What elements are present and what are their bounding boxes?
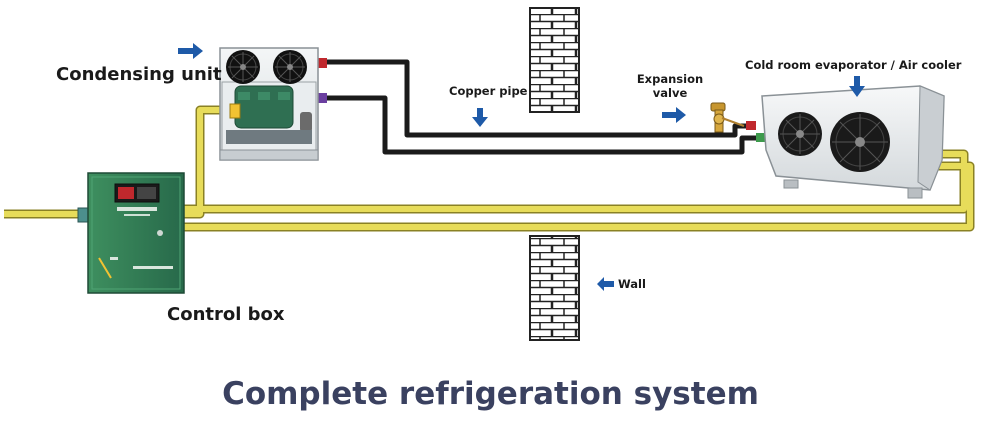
copper-pipe <box>326 59 758 155</box>
arrow-down-icon <box>472 108 488 127</box>
arrow-right-icon <box>662 107 686 123</box>
arrow-right-icon <box>178 43 203 59</box>
evaporator-unit <box>761 85 945 199</box>
expansion-valve-label-line2: valve <box>652 86 688 100</box>
arrow-down-icon <box>849 76 865 97</box>
condensing-unit <box>219 47 319 161</box>
pipe-fitting <box>756 133 766 142</box>
cable-gland <box>77 207 89 223</box>
page-title: Complete refrigeration system <box>222 376 759 412</box>
evaporator-label: Cold room evaporator / Air cooler <box>745 58 962 72</box>
brick-wall-icon <box>529 235 580 341</box>
condensing-unit-label: Condensing unit <box>56 64 222 85</box>
power-cable <box>4 105 975 232</box>
fan-icon <box>273 50 307 84</box>
control-box <box>87 172 185 294</box>
wall-label: Wall <box>618 277 646 291</box>
brick-wall-icon <box>529 7 580 113</box>
pipe-fitting <box>746 121 756 130</box>
expansion-valve-label: Expansion valve <box>635 72 705 100</box>
pipe-fitting <box>317 93 327 103</box>
fan-icon <box>778 112 822 156</box>
fan-icon <box>830 112 890 172</box>
control-box-label: Control box <box>167 304 285 325</box>
arrow-left-icon <box>597 277 614 291</box>
expansion-valve-label-line1: Expansion <box>636 72 704 86</box>
expansion-valve <box>710 102 745 133</box>
copper-pipe-label: Copper pipe <box>449 84 528 98</box>
pipe-fitting <box>317 58 327 68</box>
fan-icon <box>226 50 260 84</box>
